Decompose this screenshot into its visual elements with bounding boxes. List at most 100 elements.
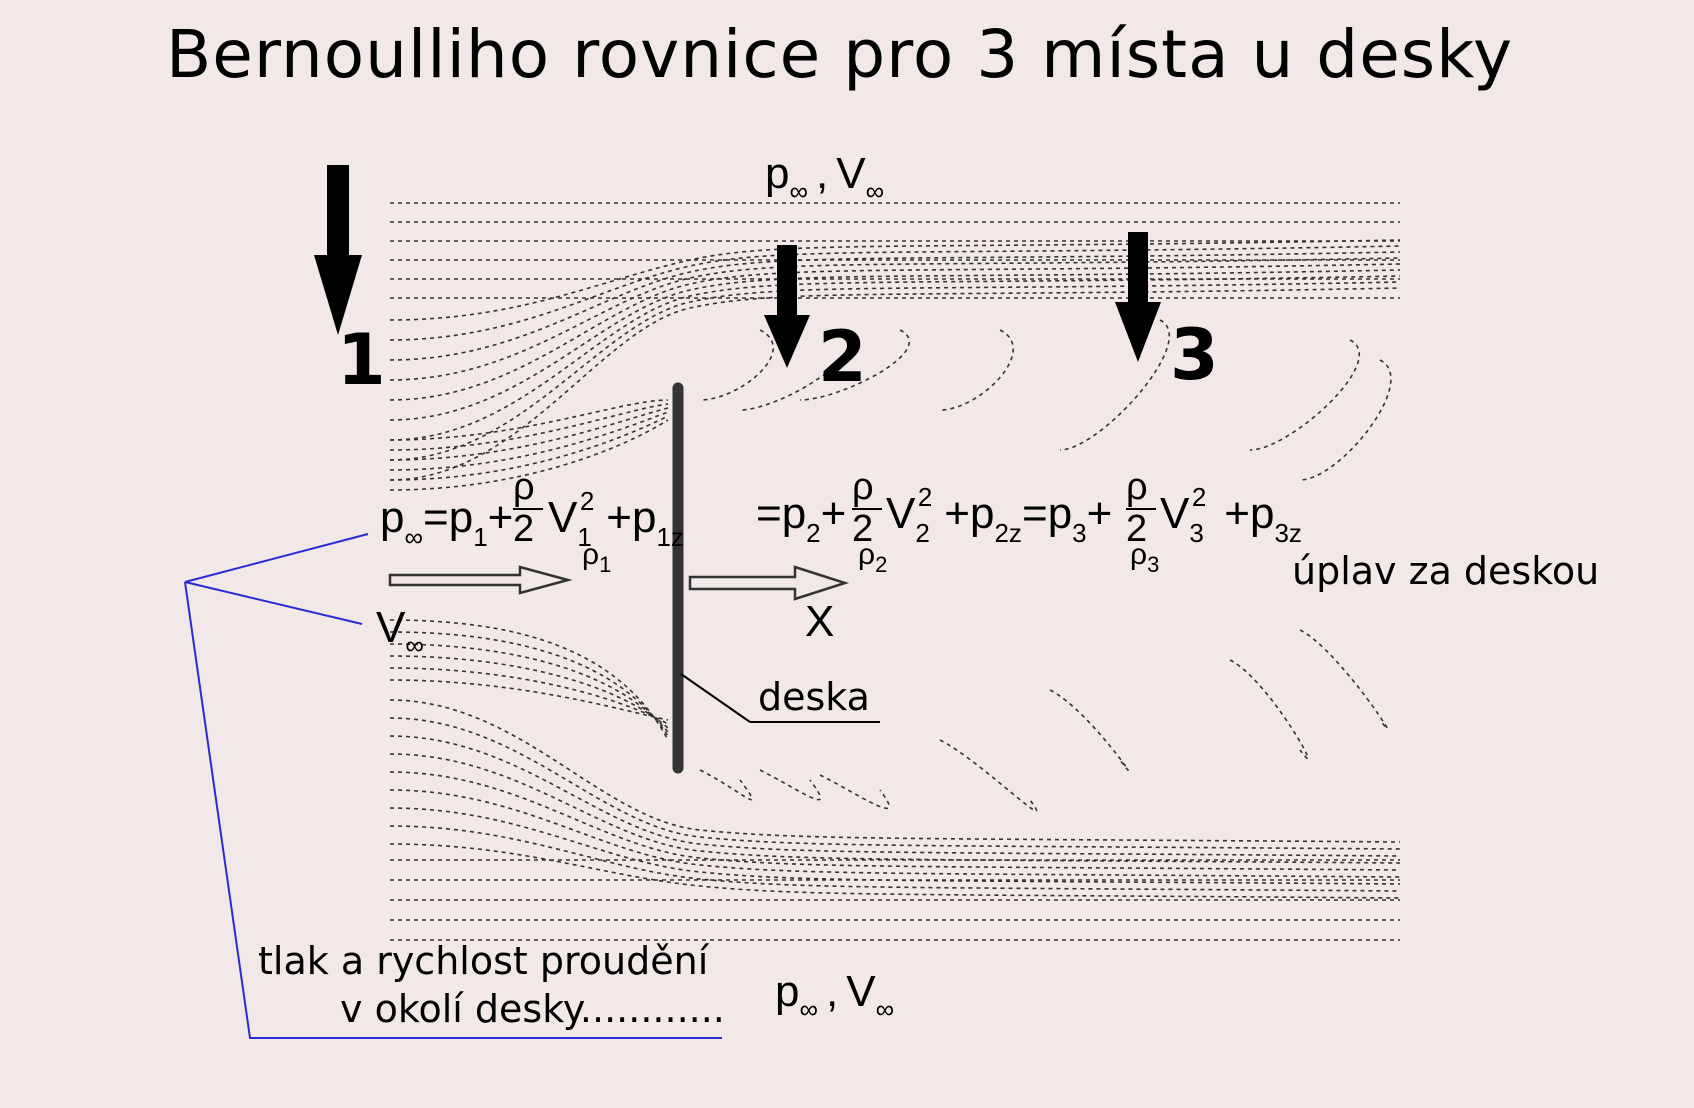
streamline [389, 245, 1401, 341]
plate-label-leader [680, 673, 880, 723]
section-label-2: 2 [818, 316, 867, 398]
streamline [389, 643, 669, 733]
eq-frac-1: ρ 2 [513, 468, 543, 548]
eq-rho2: ρ2 [858, 538, 887, 576]
freestream-velocity-label: V∞ [376, 606, 424, 659]
section-label-1: 1 [337, 319, 386, 401]
eq-sq-3: 2 [1191, 482, 1207, 512]
eq-two-3: 2 [1126, 508, 1156, 548]
eq-plus-1: + [487, 493, 514, 542]
streamline [389, 655, 669, 729]
freestream-arrow [388, 565, 573, 595]
freestream-bottom-v-sub: ∞ [875, 994, 895, 1024]
freestream-v-sub: ∞ [405, 630, 424, 660]
eq-plus-3: + [1086, 489, 1113, 538]
wake-vortex [819, 774, 890, 810]
streamline [389, 631, 669, 737]
wake-vortex [699, 769, 753, 801]
streamline [389, 789, 1401, 878]
streamline [389, 419, 669, 491]
eq-plus-2: + [820, 489, 847, 538]
freestream-bottom-label: p∞,V∞ [775, 967, 894, 1023]
eq-sq-1: 2 [579, 486, 595, 516]
plate-label: deska [758, 675, 870, 719]
streamline [389, 771, 1401, 871]
eq-frac-2: ρ 2 [852, 468, 882, 548]
streamline [389, 807, 1401, 885]
eq-v1-sub: 1 [577, 522, 592, 552]
freestream-top-p-sub: ∞ [789, 176, 809, 206]
eq-v-2: V [886, 489, 916, 538]
wake-vortices [699, 319, 1392, 812]
eq-term1-sub: 1 [473, 522, 488, 552]
eq-rho-2: ρ [852, 466, 874, 508]
eq-term2: =p [756, 489, 807, 538]
eq-v2: V22+p2z [886, 484, 1022, 546]
eq-p3z: +p [1224, 489, 1275, 538]
wake-vortex [939, 329, 1014, 411]
eq-v3-sub: 3 [1189, 518, 1204, 548]
eq-v-1: V [548, 493, 578, 542]
eq-frac-3: ρ 2 [1126, 468, 1156, 548]
eq-rho3-sym: ρ [1130, 538, 1148, 571]
eq-term3: =p [1022, 489, 1073, 538]
section-label-3: 3 [1170, 314, 1219, 396]
eq-rho2-sub: 2 [875, 552, 888, 577]
freestream-bottom-p-sub: ∞ [799, 994, 819, 1024]
streamline [389, 717, 1401, 850]
freestream-top-sep: , [816, 149, 829, 198]
streamline [389, 843, 1401, 899]
x-axis-arrow [688, 565, 850, 601]
caption-line-2: v okolí desky............ [340, 987, 725, 1031]
wake-vortex [1299, 359, 1392, 481]
wake-vortex [759, 769, 822, 801]
eq-rho-1: ρ [513, 466, 535, 508]
callout-lines [184, 533, 722, 1039]
section-arrow-3 [1115, 232, 1161, 362]
streamline [389, 263, 1401, 401]
eq-rho3-sub: 3 [1147, 552, 1160, 577]
eq-p2z-sub: 2z [994, 518, 1022, 548]
freestream-top-v: V [836, 149, 866, 198]
wake-label: úplav za deskou [1292, 549, 1600, 593]
wake-vortex [1249, 339, 1360, 451]
streamline [389, 251, 1401, 361]
eq-v-3: V [1160, 489, 1190, 538]
streamline [389, 269, 1401, 421]
freestream-top-p: p [765, 149, 790, 198]
eq-rho2-sym: ρ [858, 538, 876, 571]
wake-vortex [1059, 319, 1170, 451]
eq-v3: V32+p3z [1160, 484, 1302, 546]
streamlines [389, 202, 1401, 941]
wake-vortex [1299, 629, 1388, 730]
streamline [389, 735, 1401, 857]
caption-line-1: tlak a rychlost proudění [258, 939, 709, 983]
freestream-top-v-sub: ∞ [865, 176, 885, 206]
streamline [389, 403, 669, 451]
streamline [389, 699, 1401, 843]
eq-term1: =p [423, 493, 474, 542]
streamline [389, 281, 1401, 461]
streamline [389, 619, 669, 741]
streamline [389, 667, 669, 725]
streamline [389, 407, 669, 461]
eq-rho1: ρ1 [582, 540, 611, 576]
streamline [389, 411, 669, 471]
freestream-bottom-sep: , [826, 967, 839, 1016]
streamline [389, 399, 669, 441]
streamline [389, 415, 669, 481]
wake-vortex [1229, 659, 1309, 760]
eq-term2-sub: 2 [806, 518, 821, 548]
freestream-top-label: p∞,V∞ [765, 149, 884, 205]
eq-p-inf-sub: ∞ [404, 522, 424, 552]
equation-mid: =p2+ [756, 489, 847, 547]
x-axis-label: X [805, 597, 835, 646]
eq-p-inf: p [380, 493, 405, 542]
streamline [389, 825, 1401, 892]
section-arrow-1 [314, 165, 362, 335]
eq-rho-3: ρ [1126, 466, 1148, 508]
eq-rho1-sub: 1 [599, 552, 612, 577]
eq-v2-sub: 2 [915, 518, 930, 548]
